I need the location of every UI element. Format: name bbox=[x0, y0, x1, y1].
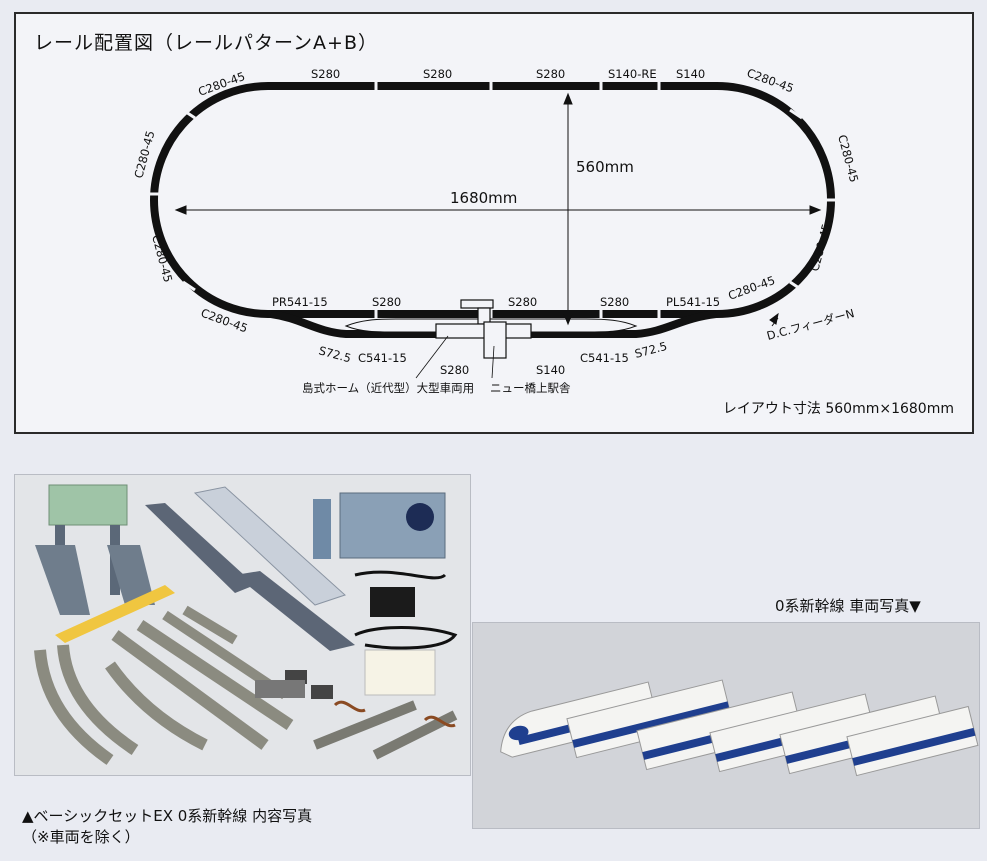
station-building bbox=[435, 299, 532, 359]
label-pr541: PR541-15 bbox=[272, 295, 328, 309]
track-diagram: 560mm 1680mm S280 S280 S280 S140-RE S140… bbox=[131, 66, 861, 395]
leader-lines bbox=[415, 335, 495, 379]
passing-siding-track bbox=[270, 310, 717, 338]
layout-title: レール配置図（レールパターンA+B） bbox=[34, 32, 379, 54]
label-curve-lower-right: C280-45 bbox=[807, 222, 833, 273]
label-bottom-s280-2: S280 bbox=[508, 295, 537, 309]
set-caption-line2: （※車両を除く） bbox=[22, 828, 140, 846]
set-contents-illustration bbox=[34, 484, 458, 765]
layout-dimensions: レイアウト寸法 560mm×1680mm bbox=[722, 401, 954, 417]
label-top-s280-2: S280 bbox=[423, 67, 452, 81]
label-pl541: PL541-15 bbox=[666, 295, 720, 309]
shinkansen-cars bbox=[500, 679, 979, 777]
dimension-lines bbox=[174, 92, 822, 326]
label-top-s280-1: S280 bbox=[311, 67, 340, 81]
track-layout-panel: レール配置図（レールパターンA+B） bbox=[14, 12, 974, 434]
label-c541-right: C541-15 bbox=[580, 351, 629, 365]
label-top-s140: S140 bbox=[676, 67, 705, 81]
set-caption-line1: ▲ベーシックセットEX 0系新幹線 内容写真 bbox=[22, 807, 313, 825]
label-s72-right: S72.5 bbox=[633, 339, 668, 361]
label-c541-left: C541-15 bbox=[358, 351, 407, 365]
label-bottom-s280-1: S280 bbox=[372, 295, 401, 309]
feeder-arrow bbox=[769, 312, 779, 327]
label-s72-left: S72.5 bbox=[317, 343, 352, 365]
train-photo bbox=[472, 622, 980, 829]
label-bottom-s280-3: S280 bbox=[600, 295, 629, 309]
label-inner-s280: S280 bbox=[440, 363, 469, 377]
label-platform: 島式ホーム（近代型）大型車両用 bbox=[302, 381, 474, 395]
train-caption: 0系新幹線 車両写真▼ bbox=[775, 597, 921, 615]
train-illustration bbox=[500, 679, 979, 777]
label-curve-upper-right: C280-45 bbox=[835, 133, 861, 184]
label-feeder: D.C.フィーダーN bbox=[765, 306, 856, 343]
label-station: ニュー橋上駅舎 bbox=[490, 381, 571, 395]
rail-joints bbox=[149, 80, 836, 320]
set-contents-caption: ▲ベーシックセットEX 0系新幹線 内容写真 （※車両を除く） bbox=[22, 806, 312, 848]
label-top-s280-3: S280 bbox=[536, 67, 565, 81]
dim-width-label: 1680mm bbox=[450, 189, 517, 207]
label-inner-s140: S140 bbox=[536, 363, 565, 377]
label-top-s140re: S140-RE bbox=[608, 67, 657, 81]
set-contents-photo bbox=[14, 474, 471, 776]
dim-height-label: 560mm bbox=[576, 158, 634, 176]
